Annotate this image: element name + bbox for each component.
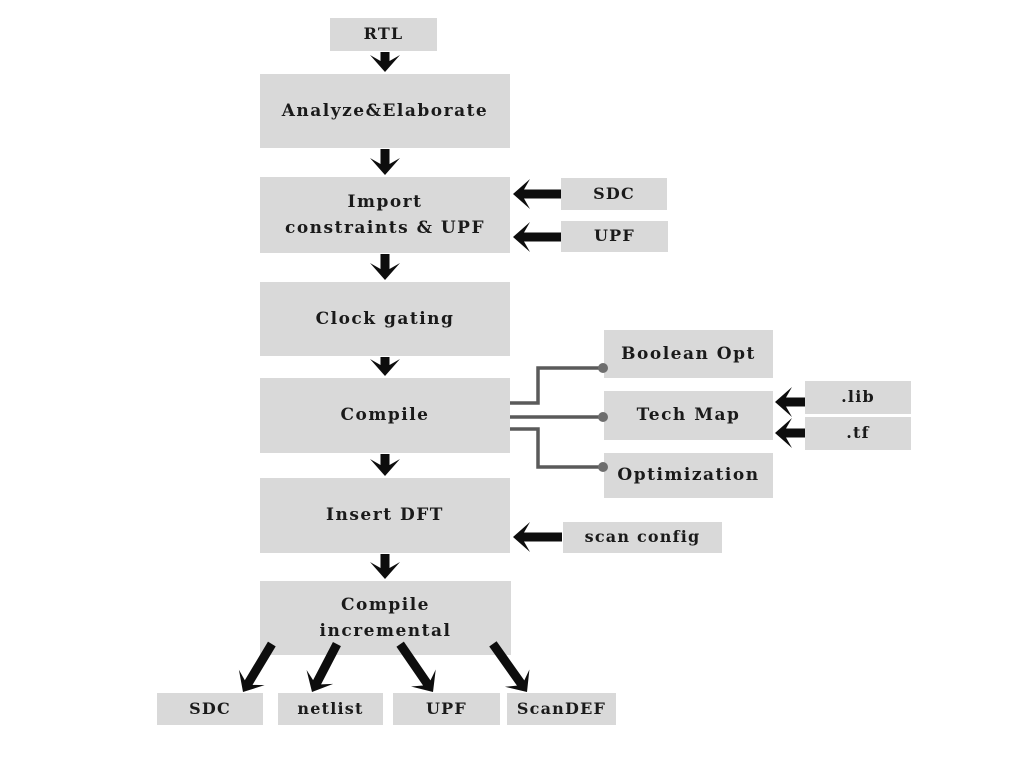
node-compile-incremental: Compile incremental: [260, 581, 511, 655]
node-tf-input: .tf: [805, 417, 911, 450]
node-optimization-label: Optimization: [617, 465, 760, 486]
node-insert-dft: Insert DFT: [260, 478, 510, 553]
arrow-insert-dft-to-compile-incremental-icon: [370, 554, 400, 579]
arrow-incremental-to-upf-icon: [396, 641, 436, 692]
node-analyze-elaborate-label: Analyze&Elaborate: [281, 100, 489, 121]
node-rtl: RTL: [330, 18, 437, 51]
node-clock-gating: Clock gating: [260, 282, 510, 356]
arrow-incremental-to-sdc-icon: [238, 641, 276, 692]
arrow-clock-gating-to-compile-icon: [370, 357, 400, 376]
dot-tech-map-icon: [598, 412, 608, 422]
node-sdc-input-label: SDC: [593, 183, 635, 203]
node-netlist-output-label: netlist: [297, 698, 364, 718]
arrow-scan-config-to-insert-dft-icon: [513, 522, 562, 552]
dot-optimization-icon: [598, 462, 608, 472]
node-upf-input: UPF: [561, 221, 668, 252]
arrow-lib-to-tech-map-icon: [775, 387, 805, 417]
node-rtl-label: RTL: [363, 24, 404, 44]
connector-compile-to-boolean-opt: [510, 366, 600, 405]
node-scan-config-input-label: scan config: [584, 527, 701, 547]
node-optimization: Optimization: [604, 453, 773, 498]
node-scandef-output: ScanDEF: [507, 693, 616, 725]
node-insert-dft-label: Insert DFT: [326, 505, 444, 526]
node-scan-config-input: scan config: [563, 522, 722, 553]
node-scandef-output-label: ScanDEF: [516, 698, 607, 718]
arrow-compile-to-insert-dft-icon: [370, 454, 400, 476]
node-compile-label: Compile: [340, 405, 430, 426]
arrow-tf-to-tech-map-icon: [775, 418, 805, 448]
node-lib-input-label: .lib: [841, 387, 875, 407]
node-sdc-input: SDC: [561, 178, 667, 210]
node-upf-output: UPF: [393, 693, 500, 725]
node-analyze-elaborate: Analyze&Elaborate: [260, 74, 510, 148]
node-compile: Compile: [260, 378, 510, 453]
dot-boolean-opt-icon: [598, 363, 608, 373]
node-import-constraints: Import constraints & UPF: [260, 177, 510, 253]
node-clock-gating-label: Clock gating: [315, 308, 455, 329]
arrow-upf-to-import-icon: [513, 222, 561, 252]
node-tf-input-label: .tf: [846, 423, 870, 443]
arrow-sdc-to-import-icon: [513, 179, 561, 209]
node-boolean-opt-label: Boolean Opt: [621, 343, 756, 364]
arrow-analyze-to-import-icon: [370, 149, 400, 175]
node-upf-output-label: UPF: [426, 698, 467, 718]
node-upf-input-label: UPF: [594, 226, 635, 246]
node-import-constraints-label: Import constraints & UPF: [284, 191, 486, 238]
arrow-incremental-to-scandef-icon: [489, 641, 530, 692]
node-sdc-output: SDC: [157, 693, 263, 725]
node-netlist-output: netlist: [278, 693, 383, 725]
node-tech-map-label: Tech Map: [636, 405, 741, 426]
arrow-incremental-to-netlist-icon: [306, 642, 341, 692]
node-compile-incremental-label: Compile incremental: [319, 594, 452, 641]
node-sdc-output-label: SDC: [189, 698, 231, 718]
connector-compile-to-optimization: [510, 427, 600, 469]
arrow-rtl-to-analyze-icon: [370, 52, 400, 72]
node-boolean-opt: Boolean Opt: [604, 330, 773, 378]
node-lib-input: .lib: [805, 381, 911, 414]
node-tech-map: Tech Map: [604, 391, 773, 440]
arrow-import-to-clock-gating-icon: [370, 254, 400, 280]
